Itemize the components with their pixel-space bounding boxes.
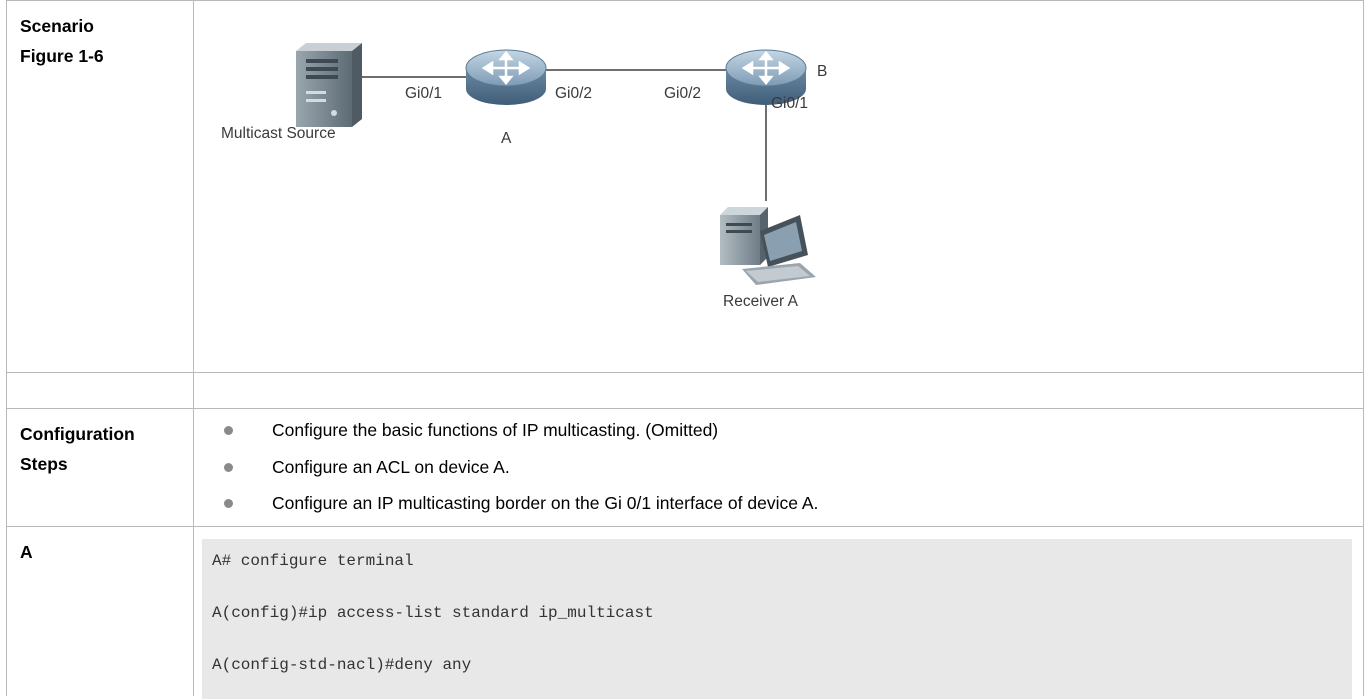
network-topology-diagram: Multicast Source Gi0/1 Gi0/2 A Gi0/2 B G… — [194, 1, 1364, 373]
receiver-a-label: Receiver A — [723, 293, 798, 310]
interface-b-gi02-label: Gi0/2 — [664, 85, 702, 102]
router-a-label: A — [501, 130, 512, 147]
step-text: Configure an ACL on device A. — [272, 457, 510, 477]
router-a-icon — [465, 49, 547, 105]
configuration-table: Scenario Figure 1-6 — [6, 0, 1364, 699]
empty-content-cell — [194, 373, 1364, 408]
configuration-steps-content-cell: Configure the basic functions of IP mult… — [194, 409, 1364, 526]
device-a-label-cell: A — [6, 527, 194, 696]
server-icon — [296, 43, 362, 127]
receiver-pc-icon — [720, 207, 816, 285]
bullet-icon — [224, 499, 233, 508]
configuration-label: Configuration — [20, 424, 135, 444]
list-item: Configure the basic functions of IP mult… — [194, 415, 1354, 445]
code-line: A(config-std-nacl)#deny any — [212, 656, 472, 674]
step-text: Configure the basic functions of IP mult… — [272, 420, 719, 440]
code-line: A# configure terminal — [212, 552, 414, 570]
multicast-source-label: Multicast Source — [221, 125, 336, 142]
code-line: A(config)#ip access-list standard ip_mul… — [212, 604, 654, 622]
router-b-icon — [725, 49, 807, 105]
list-item: Configure an IP multicasting border on t… — [194, 488, 1354, 518]
empty-row — [6, 372, 1364, 408]
interface-a-gi02-label: Gi0/2 — [555, 85, 593, 102]
interface-a-gi01-label: Gi0/1 — [405, 85, 443, 102]
configuration-steps-row: Configuration Steps Configure the basic … — [6, 408, 1364, 526]
scenario-content-cell: Multicast Source Gi0/1 Gi0/2 A Gi0/2 B G… — [194, 1, 1364, 372]
scenario-label: Scenario — [20, 16, 94, 36]
interface-b-gi01-label: Gi0/1 — [771, 95, 809, 112]
device-a-label: A — [20, 542, 33, 562]
code-block: A# configure terminal A(config)#ip acces… — [202, 539, 1352, 699]
router-b-label: B — [817, 63, 828, 80]
step-text: Configure an IP multicasting border on t… — [272, 493, 819, 513]
bullet-icon — [224, 426, 233, 435]
configuration-steps-label-cell: Configuration Steps — [6, 409, 194, 526]
empty-label-cell — [6, 373, 194, 408]
list-item: Configure an ACL on device A. — [194, 452, 1354, 482]
device-a-content-cell: A# configure terminal A(config)#ip acces… — [194, 527, 1364, 699]
scenario-row: Scenario Figure 1-6 — [6, 0, 1364, 372]
scenario-label-cell: Scenario Figure 1-6 — [6, 1, 194, 372]
device-a-row: A A# configure terminal A(config)#ip acc… — [6, 526, 1364, 699]
figure-label: Figure 1-6 — [20, 46, 104, 66]
bullet-icon — [224, 463, 233, 472]
steps-label: Steps — [20, 454, 68, 474]
